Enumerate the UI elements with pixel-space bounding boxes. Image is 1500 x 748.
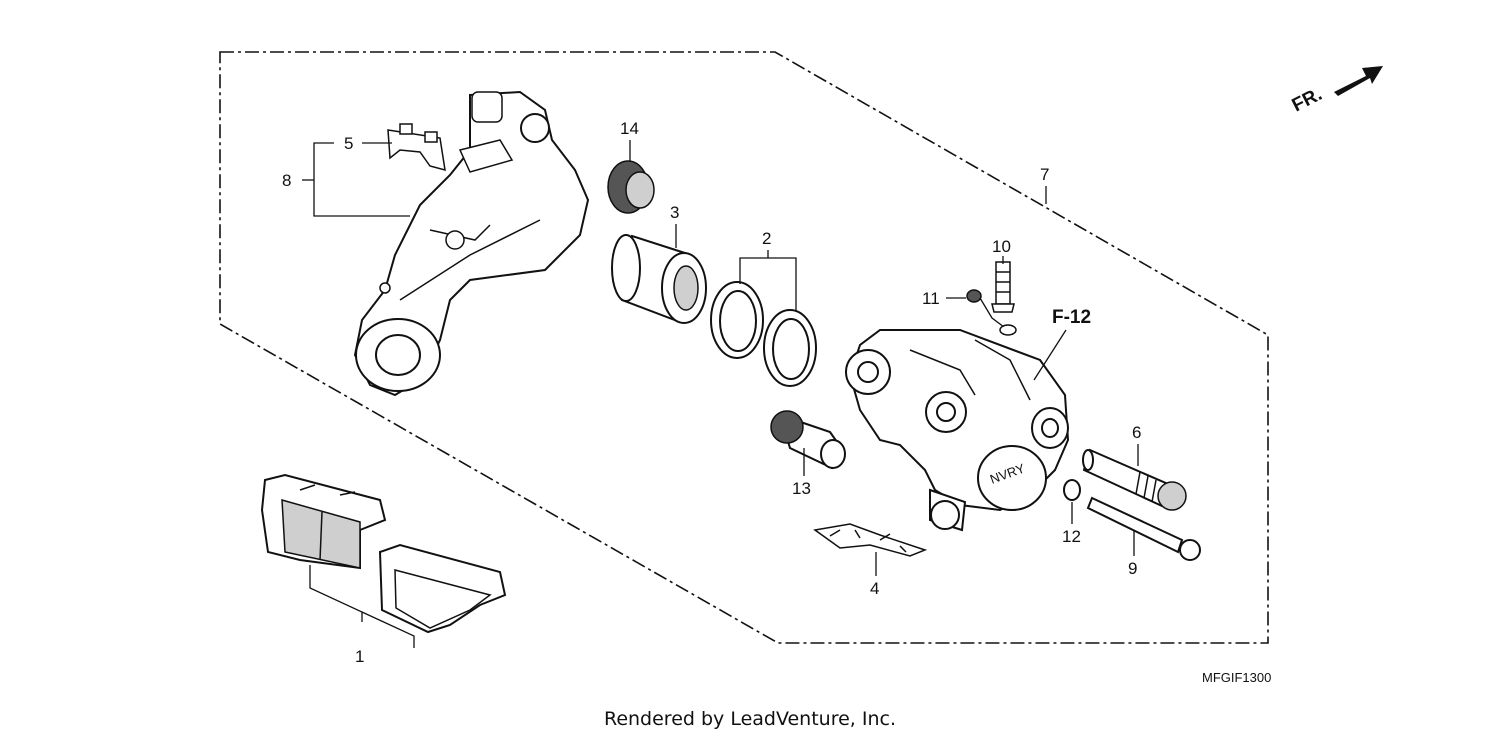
leader-lines (302, 140, 1139, 648)
bleeder-valve (991, 261, 1015, 313)
callout-4: 4 (870, 579, 879, 598)
callout-10: 10 (992, 237, 1011, 256)
slide-pin-bushing (770, 410, 846, 470)
callout-13: 13 (792, 479, 811, 498)
piston-boot-seal (607, 160, 655, 214)
bleeder-cap (966, 289, 1017, 336)
caliper-bracket (353, 90, 590, 397)
pad-retainer-clip (387, 123, 446, 172)
brake-pad-set (260, 473, 507, 634)
callout-9: 9 (1128, 559, 1137, 578)
front-direction-marker: FR. (1289, 66, 1383, 116)
callout-6: 6 (1132, 423, 1141, 442)
piston-seal-rings (710, 281, 817, 387)
callout-12: 12 (1062, 527, 1081, 546)
caliper-body: NVRY (845, 329, 1070, 532)
callout-7: 7 (1040, 165, 1049, 184)
assembly-boundary (219, 51, 1269, 644)
callout-3: 3 (670, 203, 679, 222)
sealing-washer (1063, 479, 1081, 501)
callout-8: 8 (282, 171, 291, 190)
caliper-slide-pin (1082, 448, 1187, 511)
reference-label: F-12 (1052, 307, 1091, 328)
caliper-piston (611, 234, 707, 324)
diagram-code: MFGIF1300 (1202, 670, 1271, 685)
front-marker-text: FR. (1289, 84, 1326, 117)
pad-pin (1086, 496, 1201, 561)
callout-2: 2 (762, 229, 771, 248)
callout-14: 14 (620, 119, 639, 138)
front-arrow-icon (1334, 66, 1383, 96)
pad-spring (813, 523, 928, 557)
callout-11: 11 (922, 289, 940, 308)
render-credit: Rendered by LeadVenture, Inc. (603, 708, 897, 730)
callout-1: 1 (355, 647, 364, 666)
callout-5: 5 (344, 134, 353, 153)
